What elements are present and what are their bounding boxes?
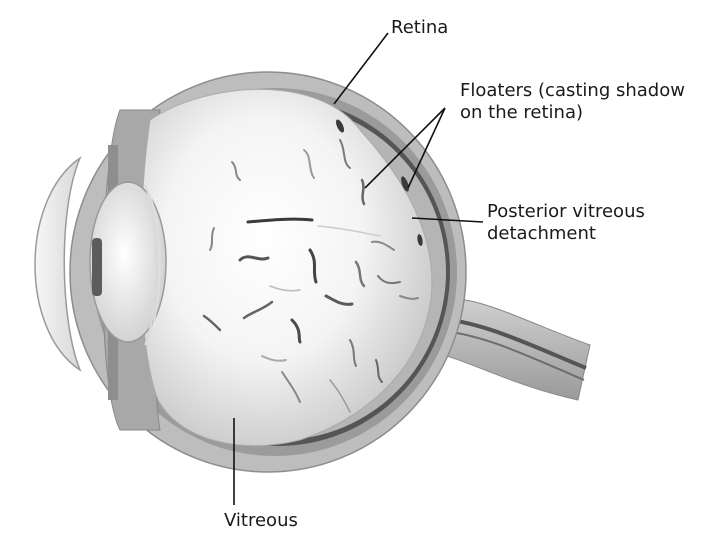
pvd-label-line2: detachment [487, 223, 596, 244]
floater-shadows [335, 119, 423, 246]
vitreous-label: Vitreous [224, 510, 298, 531]
retina-label: Retina [391, 17, 449, 38]
floaters-label-line2: on the retina) [460, 102, 584, 123]
pvd-label: Posterior vitreous detachment [487, 201, 645, 245]
floaters-label: Floaters (casting shadow on the retina) [460, 80, 685, 124]
vitreous-body [140, 88, 433, 447]
floaters [202, 139, 419, 413]
leader-lines [233, 32, 484, 505]
floaters-leader-a [364, 107, 446, 189]
lens [89, 181, 167, 346]
pvd-label-line1: Posterior vitreous [487, 201, 645, 222]
floaters-label-line1: Floaters (casting shadow [460, 80, 685, 101]
floaters-leader-b [407, 107, 446, 189]
retina-leader [333, 32, 389, 105]
cornea [34, 155, 82, 372]
pvd-leader [411, 217, 484, 223]
